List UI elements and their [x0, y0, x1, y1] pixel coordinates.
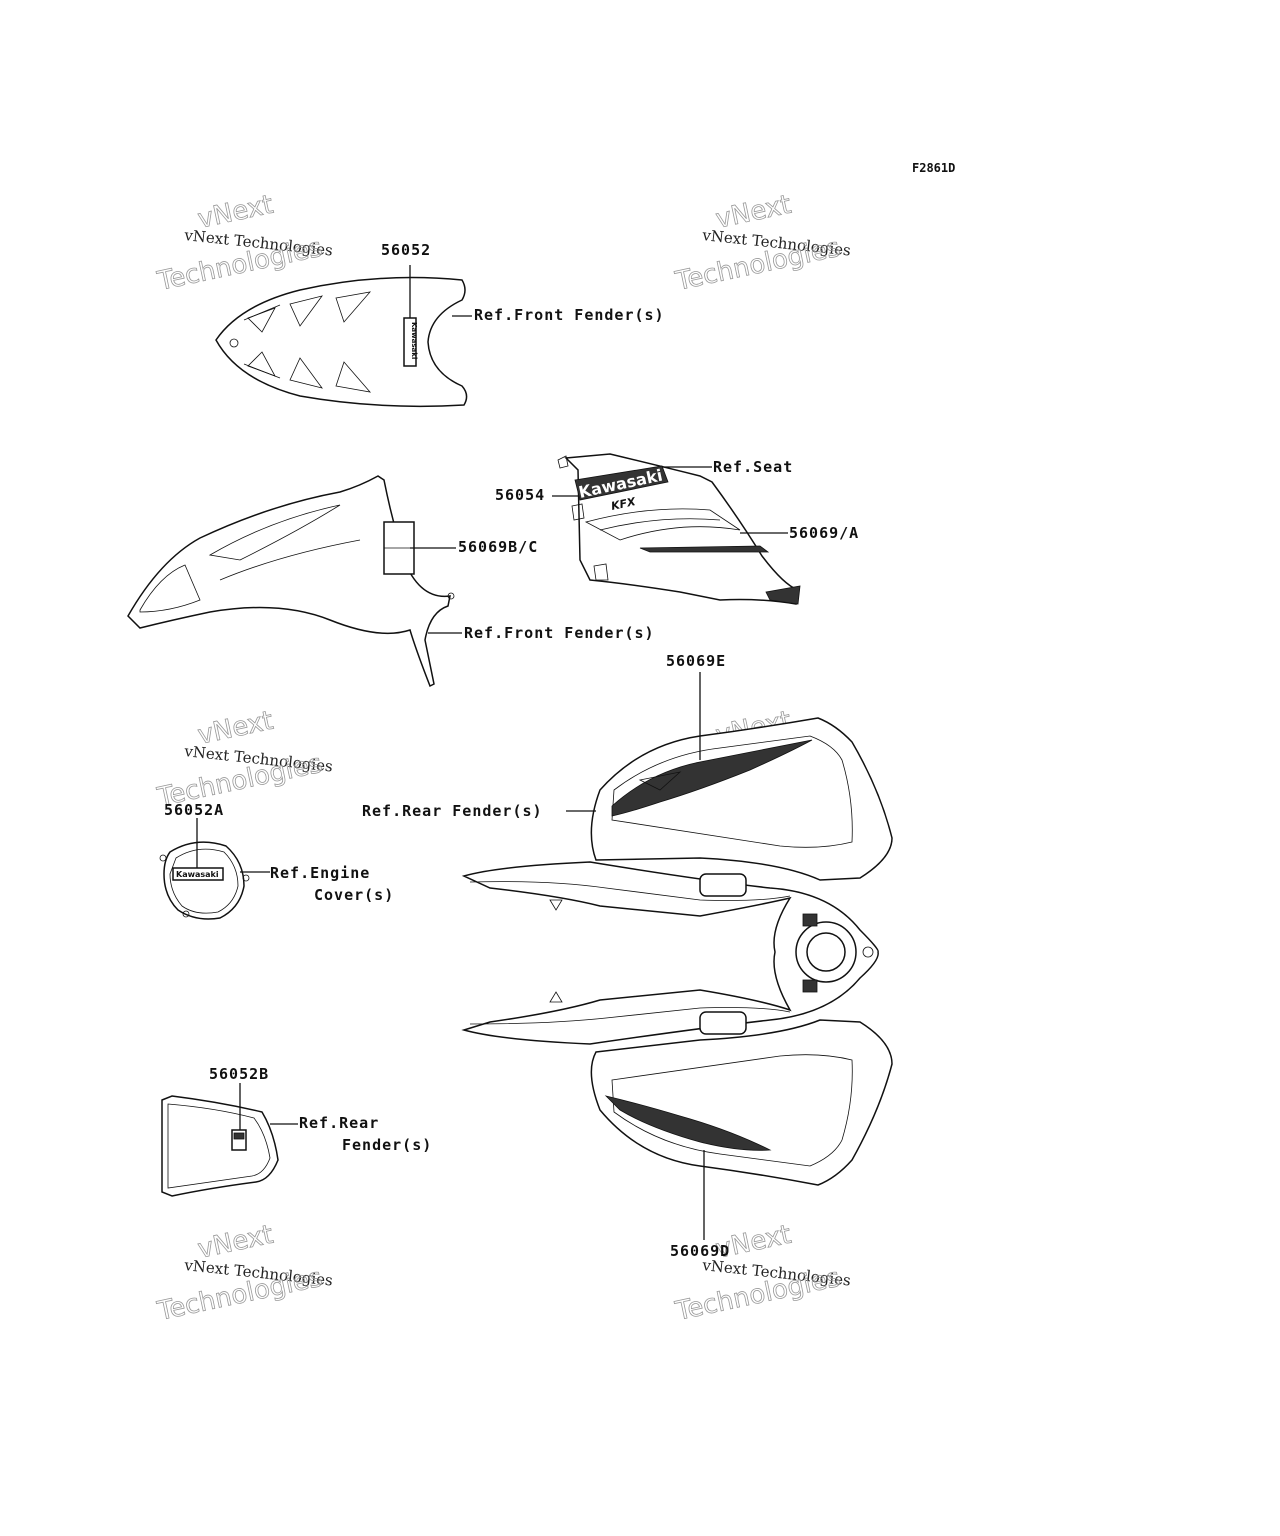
rear-fender-top-view: 56069E Ref.Rear Fender(s) 56069D — [362, 652, 893, 1260]
callout-ref-seat: Ref.Seat — [713, 458, 793, 476]
watermark-bottom-left: vNext vNext Technologies Technologies — [154, 1219, 334, 1327]
callout-ref-rear-line2: Fender(s) — [342, 1136, 432, 1154]
rear-fender-handle-lower — [699, 1011, 747, 1035]
watermark-top-left: vNext vNext Technologies Technologies — [154, 189, 334, 297]
callout-56069bc: 56069B/C — [458, 538, 538, 556]
callout-56054: 56054 — [495, 486, 545, 504]
decal-56054-model: KFX — [610, 495, 637, 513]
watermark-bottom-right: vNext vNext Technologies Technologies — [672, 1219, 852, 1327]
rear-fender-panel: 56052B Ref.Rear Fender(s) — [161, 1065, 432, 1197]
callout-ref-rear-line1: Ref.Rear — [299, 1114, 379, 1132]
front-fender-side-view: 56069B/C Ref.Front Fender(s) — [127, 475, 655, 688]
callout-ref-front-fender-top: Ref.Front Fender(s) — [474, 306, 665, 324]
callout-56052: 56052 — [381, 241, 431, 259]
callout-56052a: 56052A — [164, 801, 224, 819]
decal-56052a — [172, 867, 224, 881]
rear-fender-cap — [806, 932, 846, 972]
watermark-top-right: vNext vNext Technologies Technologies — [672, 189, 852, 297]
figure-code: F2861D — [912, 161, 955, 175]
decal-56069d — [604, 1095, 772, 1151]
callout-56069a: 56069/A — [789, 524, 859, 542]
callout-ref-front-fender-mid: Ref.Front Fender(s) — [464, 624, 655, 642]
watermark-mid-left: vNext vNext Technologies Technologies — [154, 705, 334, 813]
callout-ref-rear-fender-main: Ref.Rear Fender(s) — [362, 802, 543, 820]
decal-56052a-logo: Kawasaki — [176, 870, 219, 879]
engine-cover: Kawasaki 56052A Ref.Engine Cover(s) — [159, 801, 394, 920]
decal-56054 — [574, 465, 669, 501]
callout-56069d: 56069D — [670, 1242, 730, 1260]
front-fender-top-view: Kawasaki 56052 Ref.Front Fender(s) — [215, 241, 665, 408]
decal-56069e — [611, 739, 813, 817]
side-cover: Kawasaki KFX Ref.Seat 56054 56069/A — [495, 453, 859, 605]
callout-56069e: 56069E — [666, 652, 726, 670]
rear-fender-handle-upper — [699, 873, 747, 897]
decal-56052-logo: Kawasaki — [410, 322, 418, 359]
callout-ref-engine-line2: Cover(s) — [314, 886, 394, 904]
callout-56052b: 56052B — [209, 1065, 269, 1083]
callout-ref-engine-line1: Ref.Engine — [270, 864, 370, 882]
